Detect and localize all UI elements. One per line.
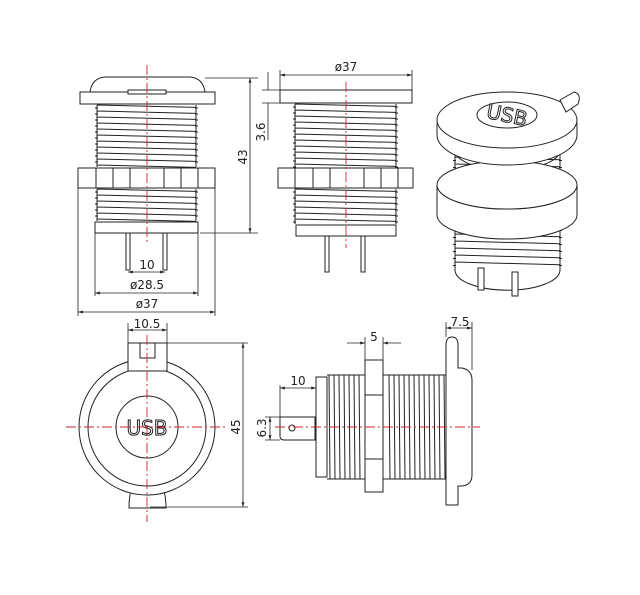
front-view: USB 10.5 45 (66, 317, 248, 522)
thread-upper (95, 104, 198, 169)
dim-7-5: 7.5 (450, 315, 469, 329)
dim-45: 45 (229, 419, 243, 434)
side-view-bottom: 5 7.5 10 6.3 (255, 315, 480, 506)
dim-6-3: 6.3 (255, 418, 269, 437)
thread-lines (95, 104, 198, 169)
dim-3-6: 3.6 (254, 122, 268, 141)
thread-upper (293, 103, 398, 168)
dim-37-nut: ø37 (136, 297, 159, 311)
side-view-right: ø37 3.6 (254, 60, 414, 273)
thread-lower (293, 188, 398, 224)
dim-5: 5 (370, 330, 378, 344)
dim-43: 43 (236, 149, 250, 164)
thread-lines (293, 103, 398, 168)
dim-28-5: ø28.5 (130, 278, 164, 292)
dim-10-terminal: 10 (290, 374, 305, 388)
dim-37-cap: ø37 (335, 60, 358, 74)
isometric-view: USB (436, 91, 580, 297)
dim-10-pins: 10 (139, 258, 154, 272)
thread-lines (293, 188, 398, 224)
dim-10-5: 10.5 (134, 317, 161, 331)
thread-lines (95, 188, 198, 223)
side-view-left: 43 10 ø28.5 ø37 (77, 65, 258, 316)
thread-lower (95, 188, 198, 223)
